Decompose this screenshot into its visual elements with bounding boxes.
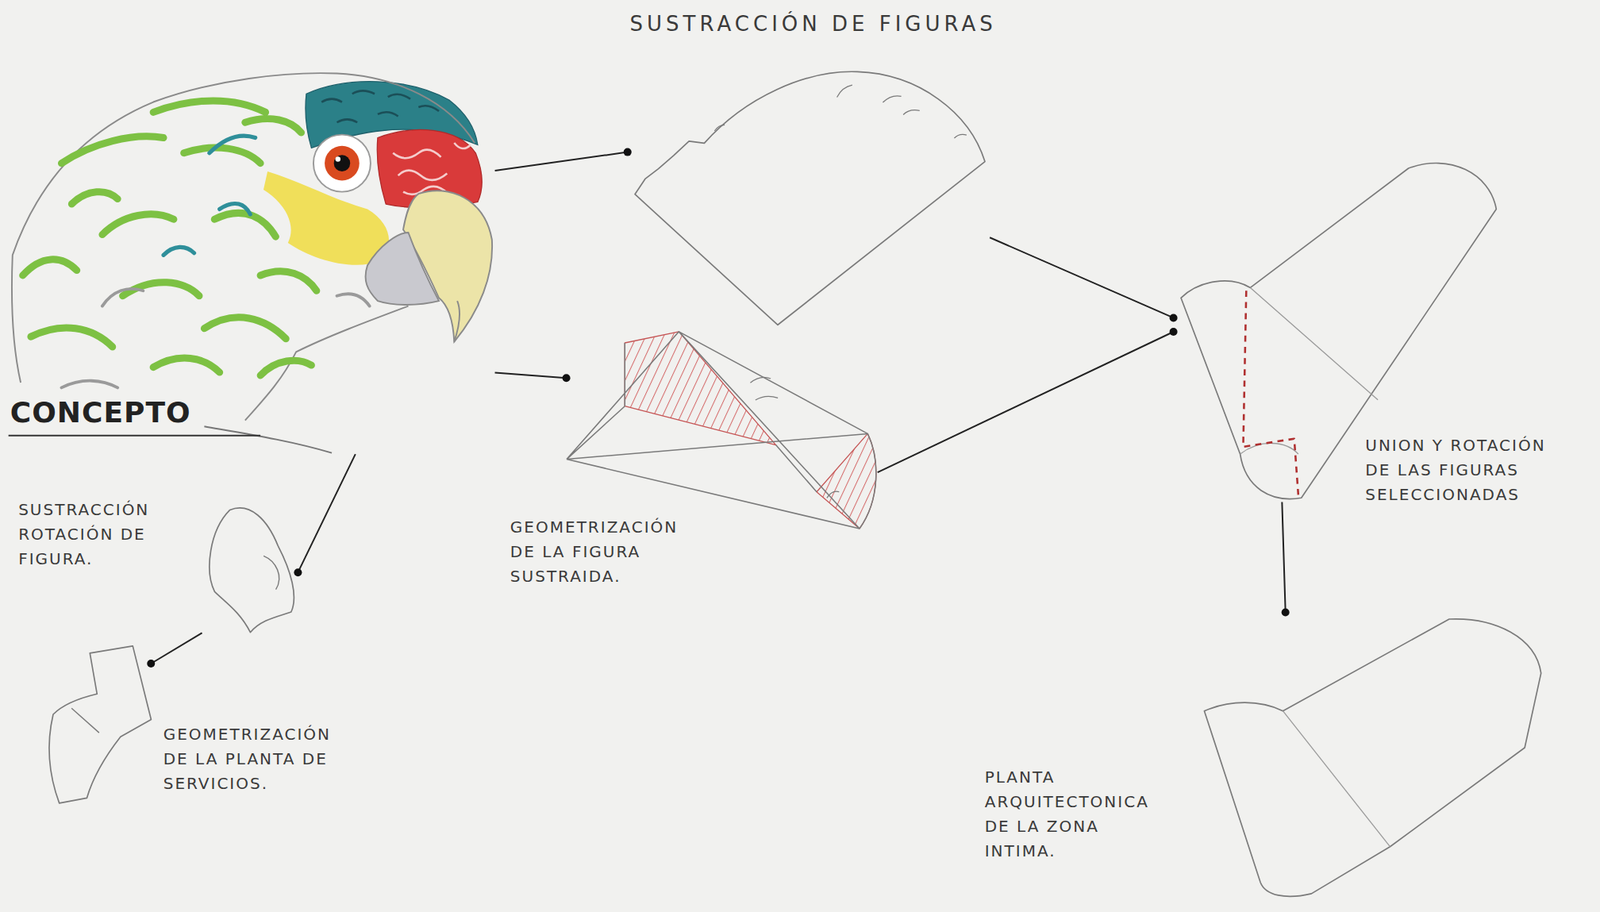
- union-figure: UNION Y ROTACIÓN DE LAS FIGURAS SELECCIO…: [1173, 161, 1500, 502]
- connector-dot: [623, 148, 632, 157]
- connector-dot: [146, 659, 155, 668]
- parrot-eye-highlight: [335, 156, 341, 162]
- crest-feather-marks: [714, 84, 967, 139]
- figure-outline: [46, 642, 151, 807]
- connector-dot: [293, 568, 302, 577]
- connector-line: [1281, 502, 1285, 613]
- connector-dot: [562, 373, 571, 382]
- perch-branch: [203, 426, 332, 453]
- concept-underline: [8, 434, 261, 437]
- parrot-lower-beak: [365, 232, 439, 305]
- parrot-concept: CONCEPTO: [10, 71, 496, 454]
- parrot-iris: [324, 146, 360, 181]
- parrot-eye-patch-veins: [392, 142, 471, 195]
- plan-outline: [49, 646, 151, 804]
- connector-line: [989, 237, 1174, 318]
- parrot-grey-shading: [61, 288, 370, 389]
- plan-inner-line: [1282, 711, 1390, 847]
- figure-caption: GEOMETRIZACIÓN DE LA PLANTA DE SERVICIOS…: [163, 722, 354, 797]
- beak-figure: SUSTRACCIÓN ROTACIÓN DE FIGURA.: [202, 504, 299, 638]
- figure-outline: [1199, 611, 1547, 903]
- connector-line: [877, 331, 1174, 473]
- parrot-green-feathers: [23, 100, 317, 376]
- parrot-outline: [11, 73, 475, 420]
- beak-outline: [209, 507, 294, 633]
- concept-heading: CONCEPTO: [10, 396, 192, 429]
- parrot-pupil: [334, 154, 351, 172]
- geometrized-figure: GEOMETRIZACIÓN DE LA FIGURA SUSTRAIDA.: [566, 328, 878, 531]
- figure-outline: [627, 66, 990, 329]
- connector-dot: [1169, 327, 1178, 336]
- figure-outline: [566, 328, 878, 531]
- figure-caption: GEOMETRIZACIÓN DE LA FIGURA SUSTRAIDA.: [510, 515, 709, 589]
- parrot-eye-ring: [313, 134, 371, 193]
- connector-line: [495, 152, 628, 171]
- connector-line: [495, 373, 567, 379]
- plan-outline: [1203, 619, 1541, 897]
- figure-caption: PLANTA ARQUITECTONICA DE LA ZONA INTIMA.: [984, 765, 1176, 864]
- figure-caption: SUSTRACCIÓN ROTACIÓN DE FIGURA.: [18, 497, 170, 572]
- services-plan: GEOMETRIZACIÓN DE LA PLANTA DE SERVICIOS…: [46, 642, 151, 807]
- feather-marks: [750, 376, 839, 498]
- connector-dot: [1169, 313, 1178, 322]
- hatched-region: [624, 331, 776, 446]
- beak-inner-line: [263, 556, 280, 590]
- connector-line: [150, 632, 202, 664]
- figure-caption: UNION Y ROTACIÓN DE LAS FIGURAS SELECCIO…: [1365, 433, 1564, 508]
- connector-dot: [1281, 607, 1290, 616]
- plan-inner-line: [71, 707, 100, 733]
- sheet-title: SUSTRACCIÓN DE FIGURAS: [486, 11, 1140, 36]
- crest-outline: [634, 71, 985, 325]
- subtracted-crest-figure: [627, 66, 990, 329]
- construction-lines: [566, 331, 877, 529]
- union-inner-lines: [1239, 288, 1378, 455]
- parrot-teal-feathers: [163, 135, 256, 255]
- figure-outline: [202, 504, 299, 638]
- rotation-guide: [1242, 290, 1298, 495]
- connector-line: [297, 453, 355, 573]
- architectural-plan: PLANTA ARQUITECTONICA DE LA ZONA INTIMA.: [1199, 611, 1547, 903]
